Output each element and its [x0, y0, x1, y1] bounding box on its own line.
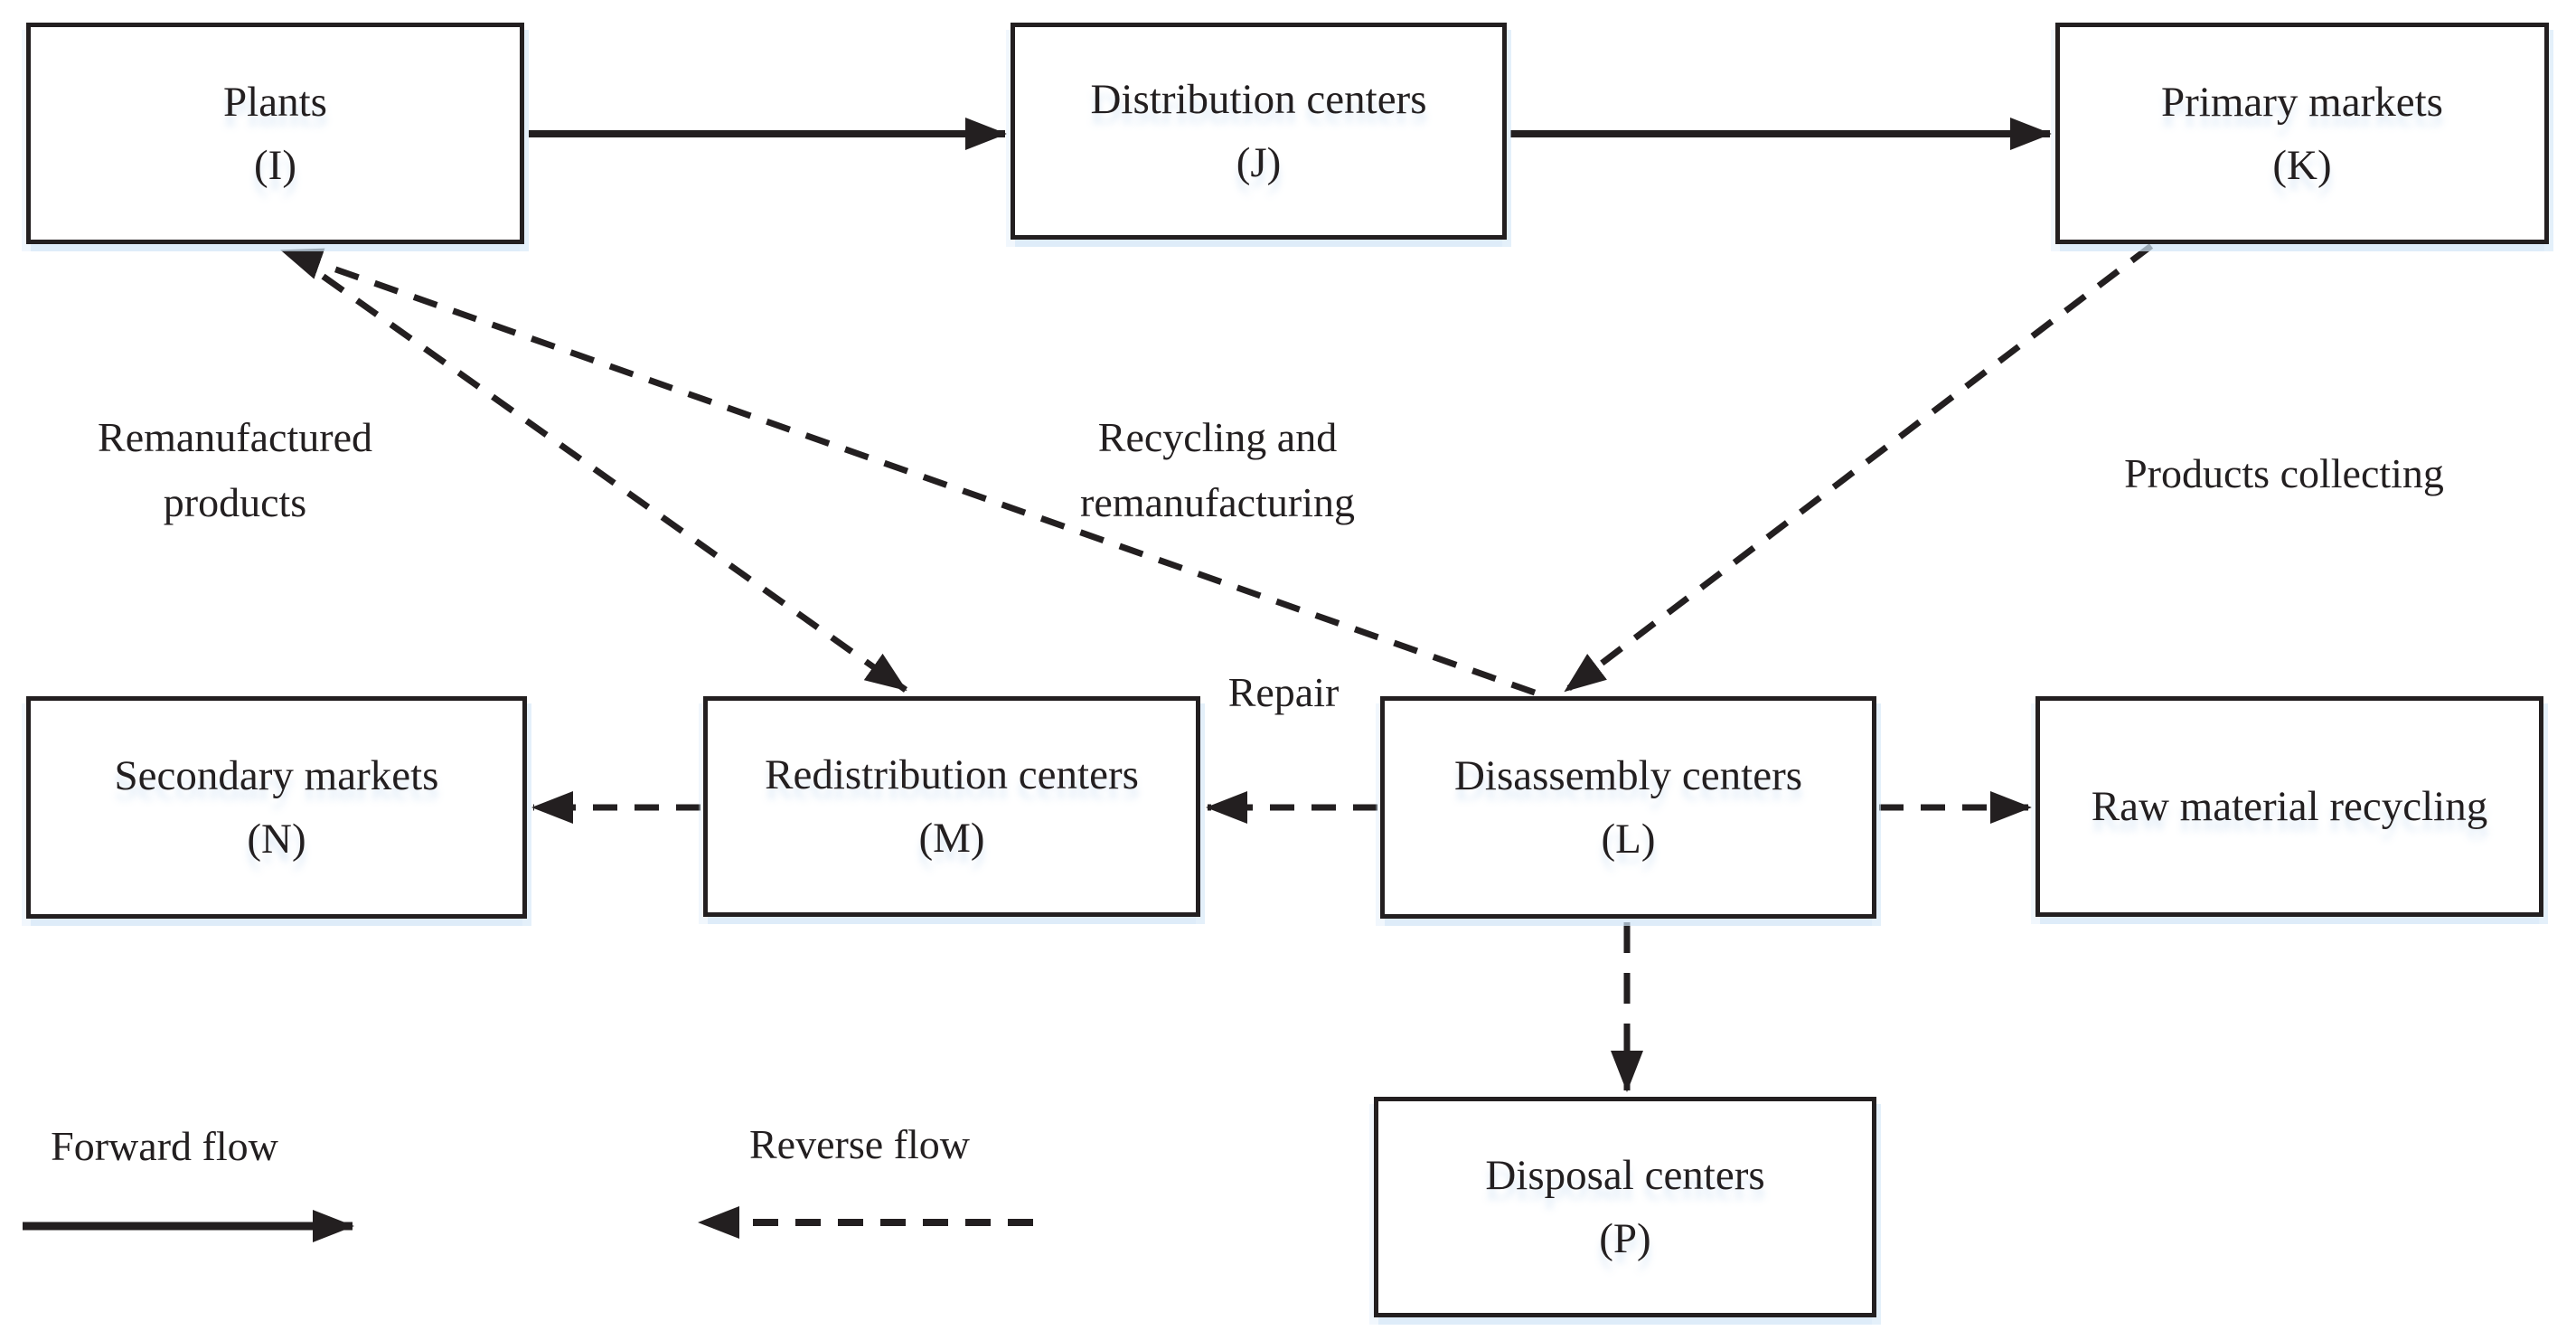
node-disassembly-centers-name: Disassembly centers	[1453, 752, 1803, 799]
node-secondary-markets-name: Secondary markets	[114, 752, 439, 799]
node-disposal-centers-code: (P)	[1599, 1215, 1651, 1262]
node-secondary-markets-code: (N)	[247, 816, 306, 863]
node-raw-material-recycling-name: Raw material recycling	[2091, 783, 2488, 830]
node-distribution-centers-name: Distribution centers	[1090, 76, 1427, 123]
edge-label-recycling-and-remanufacturing: Recycling and remanufacturing	[1080, 414, 1355, 525]
node-redistribution-centers: Redistribution centers (M)	[703, 696, 1200, 917]
node-disposal-centers: Disposal centers (P)	[1374, 1097, 1876, 1317]
node-primary-markets-name: Primary markets	[2161, 78, 2443, 126]
arrow-disassembly-to-plants	[280, 247, 1537, 696]
node-plants-code: (I)	[254, 141, 296, 189]
node-secondary-markets: Secondary markets (N)	[26, 696, 527, 919]
node-disposal-centers-name: Disposal centers	[1485, 1152, 1765, 1199]
node-distribution-centers-code: (J)	[1236, 139, 1282, 186]
node-raw-material-recycling: Raw material recycling	[2035, 696, 2543, 917]
node-plants: Plants (I)	[26, 23, 524, 244]
node-disassembly-centers-code: (L)	[1601, 816, 1656, 863]
edge-label-remanufactured-products: Remanufactured products	[98, 414, 372, 525]
node-redistribution-centers-code: (M)	[918, 815, 985, 862]
node-plants-name: Plants	[223, 78, 327, 126]
edge-label-repair: Repair	[1227, 669, 1340, 715]
node-distribution-centers: Distribution centers (J)	[1011, 23, 1507, 240]
node-redistribution-centers-name: Redistribution centers	[765, 751, 1139, 798]
legend-reverse-label: Reverse flow	[749, 1121, 970, 1167]
edge-label-products-collecting: Products collecting	[2124, 450, 2444, 496]
arrow-plants-to-redistribution	[287, 250, 908, 693]
legend-forward-label: Forward flow	[51, 1123, 278, 1169]
node-primary-markets: Primary markets (K)	[2055, 23, 2549, 244]
node-primary-markets-code: (K)	[2272, 141, 2332, 189]
node-disassembly-centers: Disassembly centers (L)	[1380, 696, 1876, 919]
